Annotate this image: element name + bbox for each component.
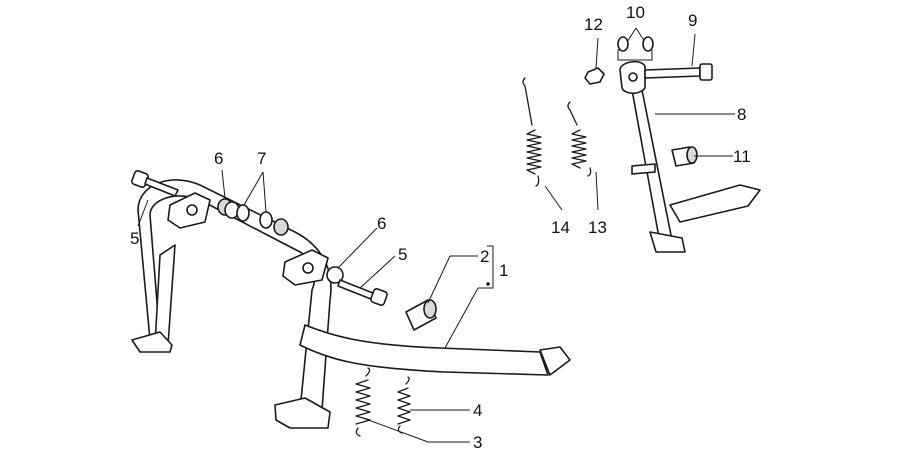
callout-10: 10	[626, 3, 645, 22]
spring-4	[397, 376, 411, 434]
o-rings-10	[617, 36, 654, 52]
callout-6-left: 6	[214, 149, 223, 168]
callout-2: 2	[480, 247, 489, 266]
spring-14	[522, 77, 542, 187]
bushing-right-6	[326, 266, 344, 284]
callout-1-dot	[486, 282, 490, 286]
callout-11: 11	[733, 147, 751, 166]
callout-8: 8	[737, 105, 746, 124]
callout-3: 3	[473, 433, 482, 452]
callout-5-left: 5	[130, 229, 139, 248]
callout-12: 12	[584, 15, 603, 34]
side-stand	[619, 60, 761, 253]
callout-7: 7	[257, 149, 266, 168]
callout-13: 13	[588, 218, 607, 237]
callout-6-right: 6	[377, 214, 386, 233]
leader-lines	[137, 27, 735, 443]
callout-4: 4	[473, 401, 482, 420]
callout-5-right: 5	[398, 245, 407, 264]
center-stand	[131, 179, 571, 429]
callout-14: 14	[551, 218, 570, 237]
nut-12	[584, 67, 605, 85]
callout-1: 1	[499, 261, 508, 280]
callout-9: 9	[688, 11, 697, 30]
bolt-left-5	[131, 170, 179, 197]
bushing-11	[671, 146, 698, 167]
spring-13	[567, 101, 592, 177]
spring-3	[355, 367, 371, 437]
bolt-9	[644, 63, 713, 81]
rubber-bumper-2	[405, 299, 437, 331]
bolt-right-5	[337, 279, 388, 306]
